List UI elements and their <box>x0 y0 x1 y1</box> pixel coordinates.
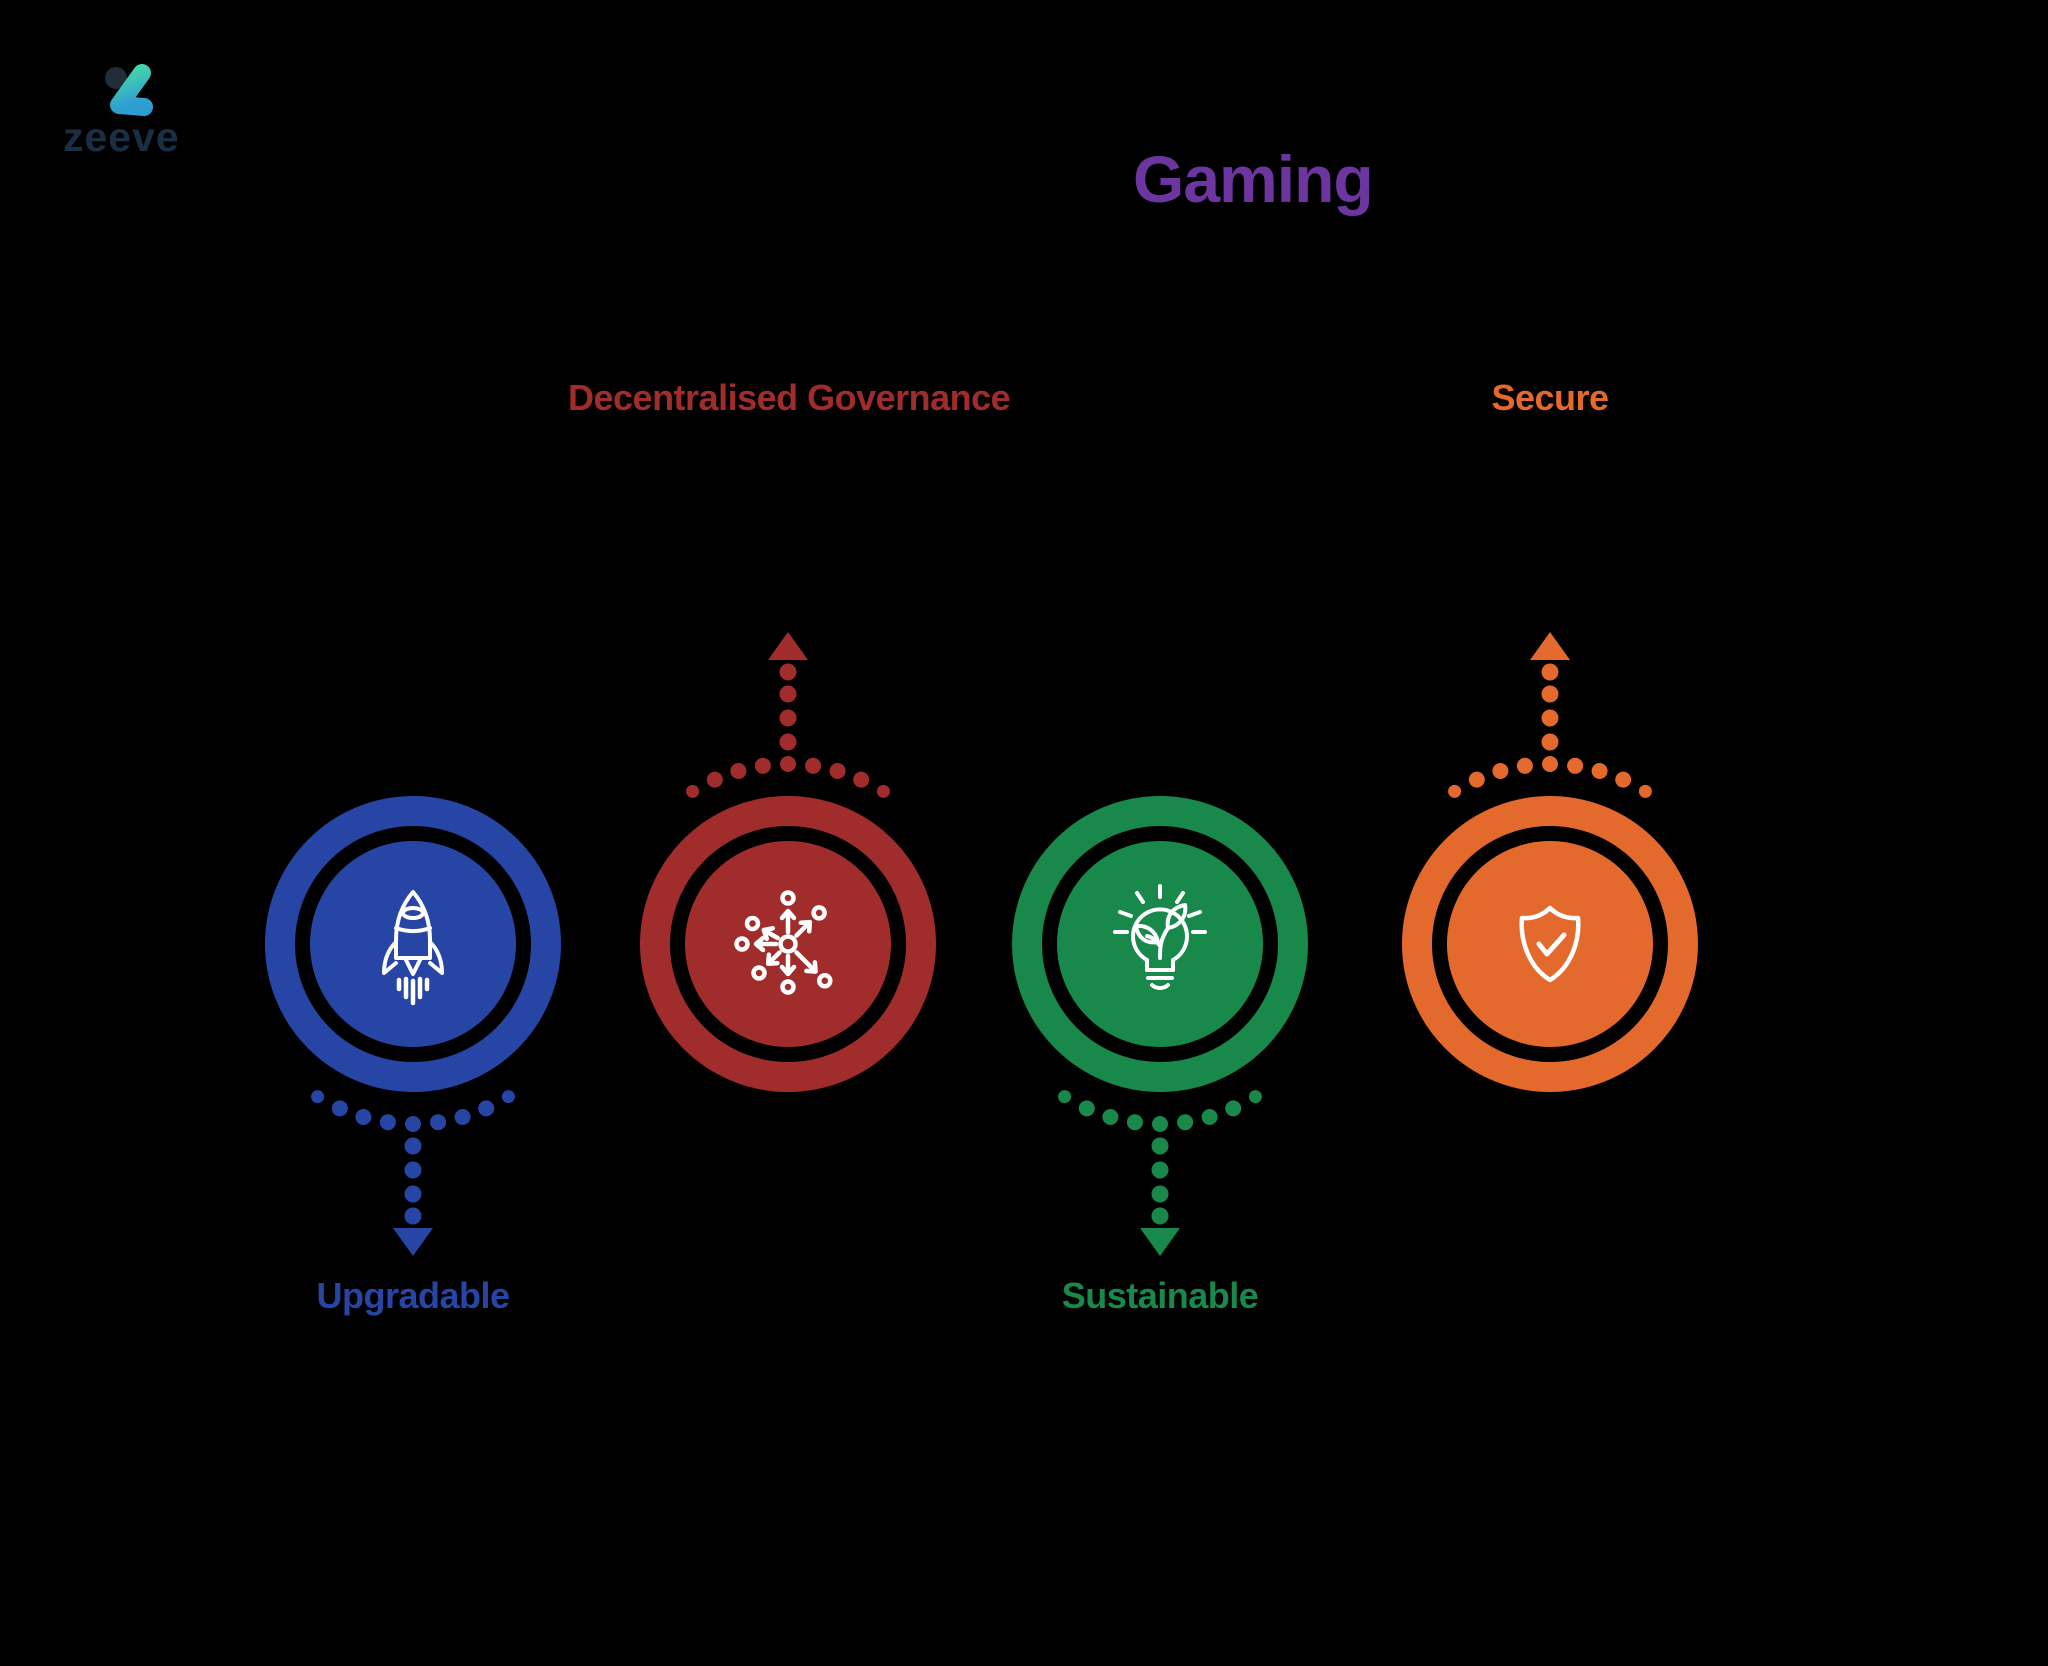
decentralized-network-icon <box>734 890 833 995</box>
zeeve-logo-icon <box>105 64 153 116</box>
feature-sustainable: Sustainable <box>940 340 1380 1340</box>
rocket-icon <box>382 890 444 1006</box>
dotted-arrow-down <box>1058 1090 1262 1256</box>
dotted-arrow-up <box>686 632 890 798</box>
page-title: Gaming <box>1133 142 1374 216</box>
feature-circle <box>685 841 891 1047</box>
feature-circle <box>1447 841 1653 1047</box>
dotted-arrow-down <box>311 1090 515 1256</box>
feature-circle <box>310 841 516 1047</box>
zeeve-wordmark: zeeve <box>63 114 180 160</box>
feature-decentralised-governance: Decentralised Governance <box>568 340 1011 1340</box>
feature-secure: Secure <box>1330 340 1770 1340</box>
shield-check-icon <box>1519 905 1581 983</box>
feature-label: Secure <box>1491 377 1609 418</box>
dotted-arrow-up <box>1448 632 1652 798</box>
eco-bulb-icon <box>1113 884 1207 990</box>
feature-label: Upgradable <box>316 1275 510 1316</box>
feature-label: Decentralised Governance <box>568 377 1011 418</box>
feature-label: Sustainable <box>1061 1275 1259 1316</box>
feature-circle <box>1057 841 1263 1047</box>
feature-upgradable: Upgradable <box>193 340 633 1340</box>
zeeve-logo: zeeve <box>63 55 243 165</box>
